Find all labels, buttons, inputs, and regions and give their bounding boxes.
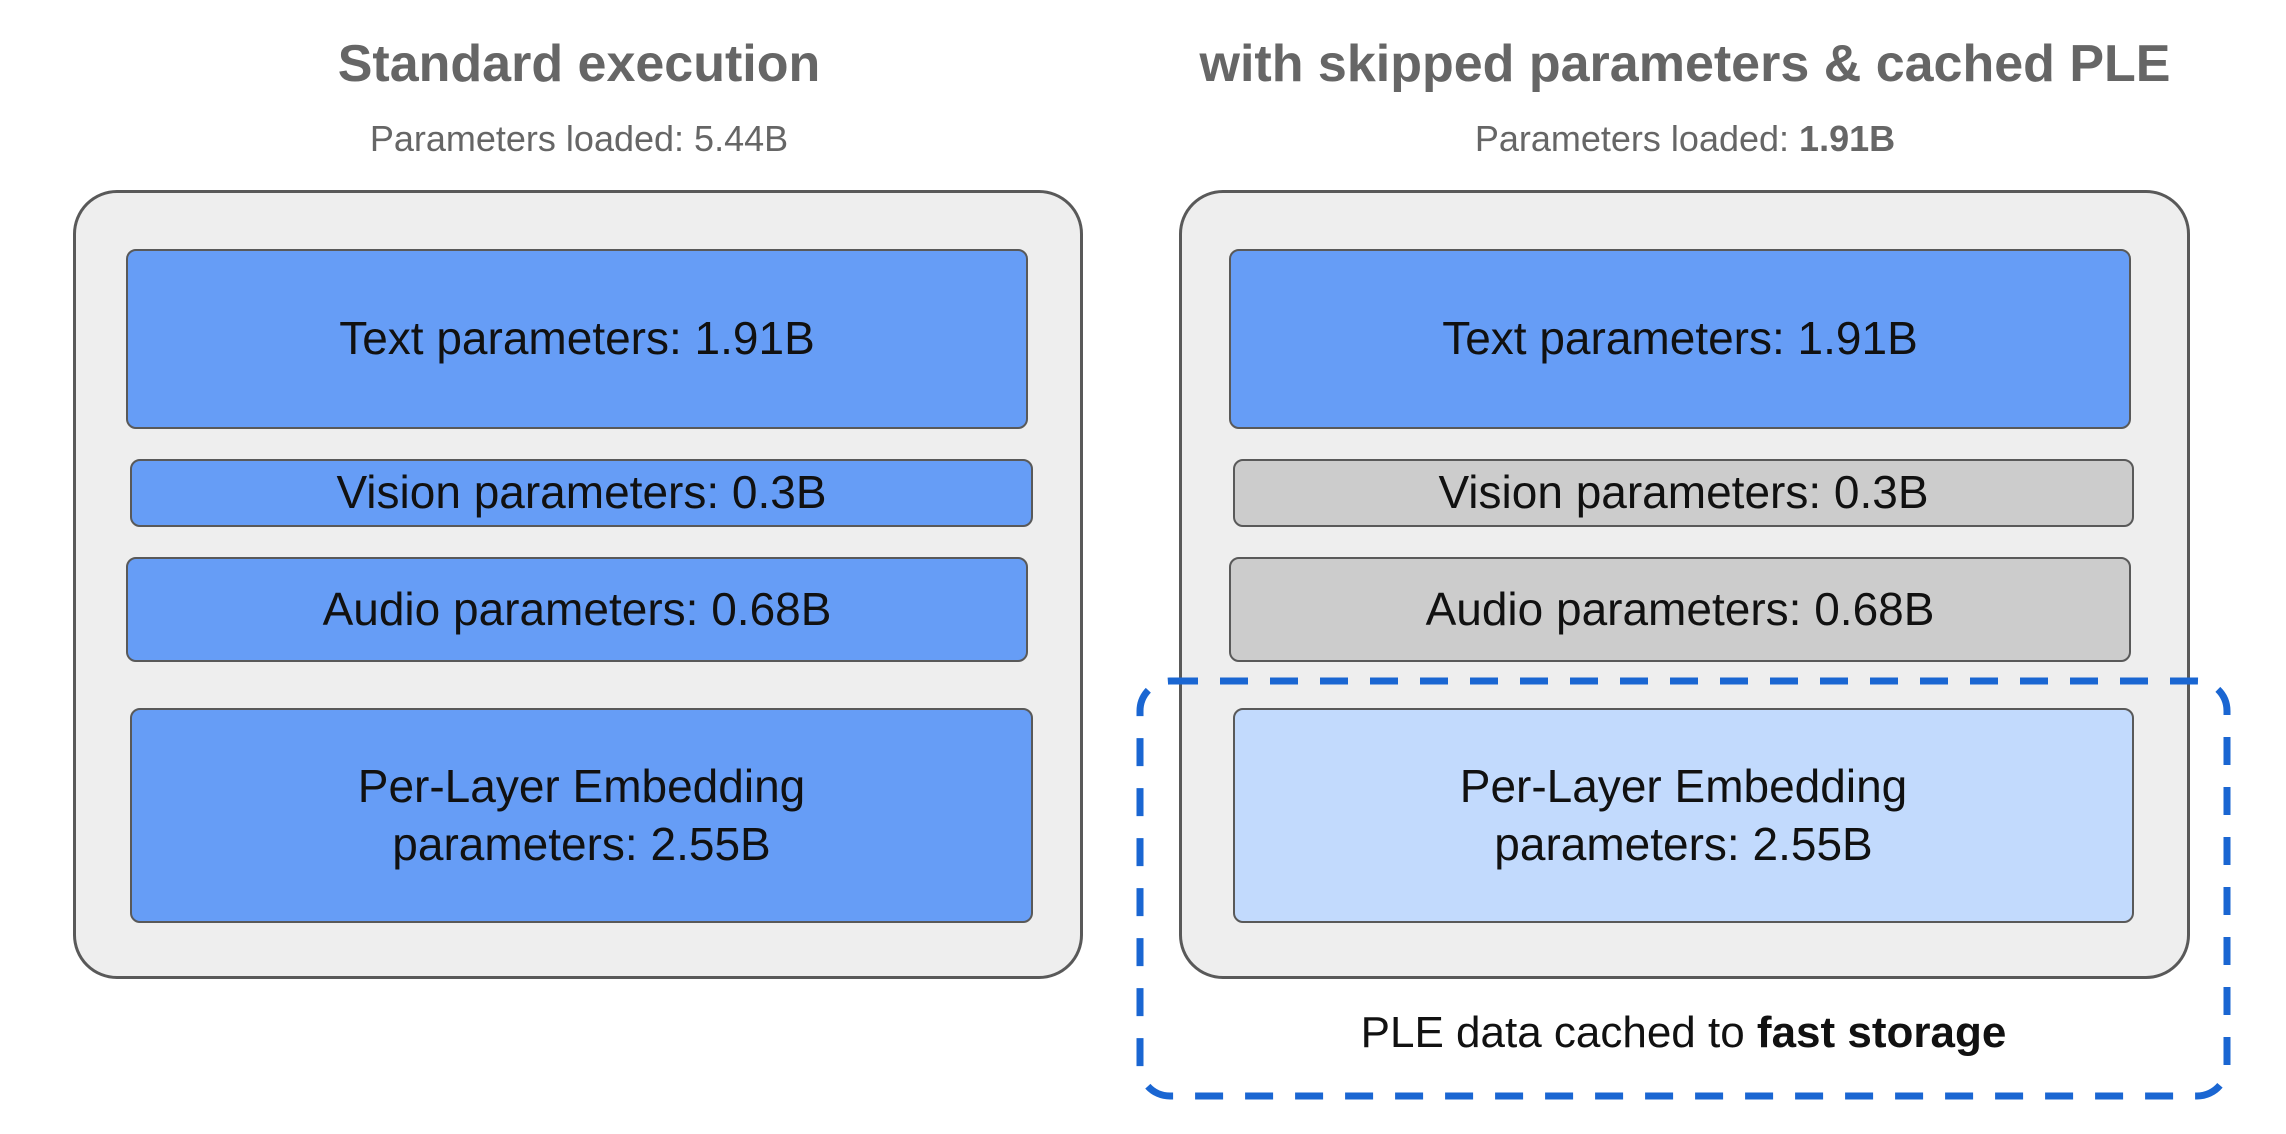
block-label: Audio parameters: 0.68B bbox=[1425, 582, 1935, 635]
subtitle-label: Parameters loaded: bbox=[369, 118, 695, 159]
fast-storage-dashed-outline bbox=[1136, 677, 2231, 1100]
left-subtitle: Parameters loaded: 5.44B bbox=[29, 118, 1129, 160]
subtitle-value: 5.44B bbox=[694, 118, 789, 159]
vision-parameters-block: Vision parameters: 0.3B bbox=[130, 459, 1033, 527]
audio-parameters-block-skipped: Audio parameters: 0.68B bbox=[1229, 557, 2131, 662]
subtitle-value: 1.91B bbox=[1799, 118, 1896, 159]
left-title: Standard execution bbox=[337, 35, 821, 93]
block-label: Per-Layer Embedding bbox=[357, 760, 806, 812]
audio-parameters-block: Audio parameters: 0.68B bbox=[126, 557, 1028, 662]
block-label: parameters: 2.55B bbox=[1494, 817, 1873, 870]
cache-caption: PLE data cached to fast storage bbox=[1140, 1008, 2227, 1058]
subtitle-label: Parameters loaded: bbox=[1474, 118, 1800, 159]
block-label: parameters: 2.55B bbox=[392, 817, 771, 870]
caption-text: PLE data cached to bbox=[1360, 1008, 1757, 1057]
block-label: Text parameters: 1.91B bbox=[339, 312, 815, 365]
block-label: Per-Layer Embedding bbox=[1459, 760, 1908, 812]
block-label: Text parameters: 1.91B bbox=[1442, 312, 1918, 365]
right-subtitle: Parameters loaded: 1.91B bbox=[1135, 118, 2235, 160]
text-parameters-block: Text parameters: 1.91B bbox=[1229, 249, 2131, 429]
block-label: Vision parameters: 0.3B bbox=[1438, 466, 1929, 519]
block-label: Vision parameters: 0.3B bbox=[336, 466, 827, 519]
text-parameters-block: Text parameters: 1.91B bbox=[126, 249, 1028, 429]
right-title: with skipped parameters & cached PLE bbox=[1199, 35, 2171, 93]
vision-parameters-block-skipped: Vision parameters: 0.3B bbox=[1233, 459, 2134, 527]
caption-bold: fast storage bbox=[1756, 1008, 2007, 1057]
block-label: Audio parameters: 0.68B bbox=[322, 582, 832, 635]
